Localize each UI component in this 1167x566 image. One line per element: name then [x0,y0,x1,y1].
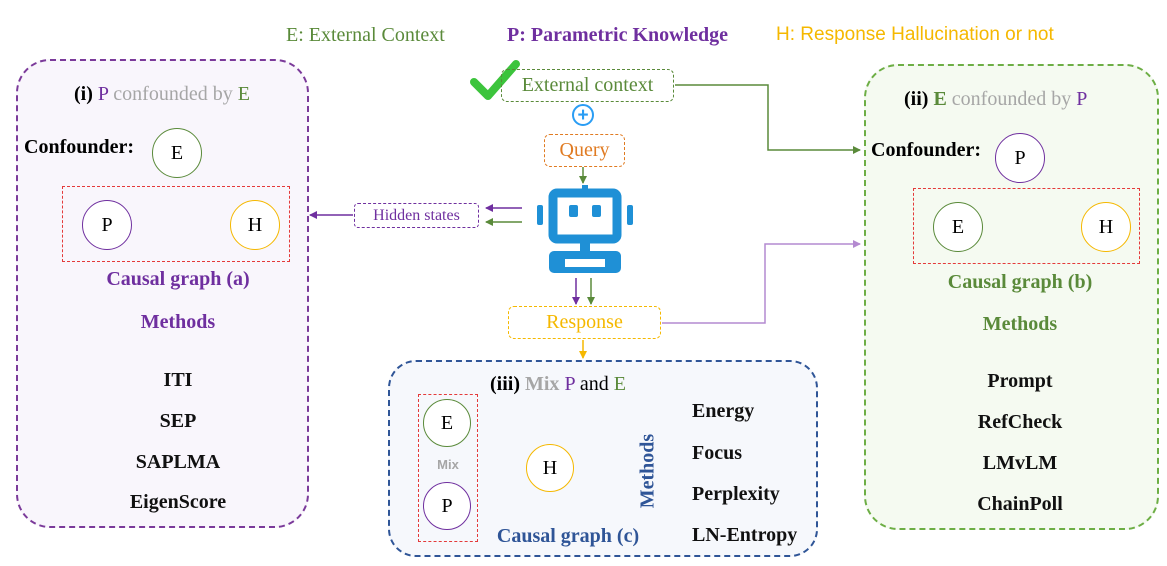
panel-iii-title: (iii) Mix P and E [490,373,626,396]
arrow-external-to-panel-ii [675,84,861,154]
external-context-box: External context [501,69,674,102]
panel-i-title-mid: confounded by [113,83,233,105]
legend-external: E: External Context [286,24,445,47]
panel-iii-title-e: E [613,373,626,395]
legend-hallucination: H: Response Hallucination or not [776,24,1054,46]
panel-i-method-saplma: SAPLMA [135,451,221,473]
panel-ii-method-chainpoll: ChainPoll [977,493,1063,515]
panel-iii-method-perplexity: Perplexity [692,483,780,505]
panel-i-method-eigenscore: EigenScore [129,491,227,513]
external-context-label: External context [521,74,654,96]
query-box: Query [544,134,625,167]
panel-ii-node-p: P [995,133,1045,183]
panel-ii-title-p: P [1076,88,1088,110]
panel-ii-graph-caption: Causal graph (b) [947,271,1093,293]
panel-i-method-iti: ITI [163,369,193,391]
panel-ii-graph-box [913,188,1140,264]
legend-hallucination-text: H: Response Hallucination or not [776,24,1054,45]
panel-i-title-prefix: (i) [74,83,93,105]
panel-ii-method-lmvlm: LMvLM [982,452,1058,474]
robot-icon [537,185,633,273]
legend-parametric-text: P: Parametric Knowledge [507,24,729,46]
panel-ii-methods-title: Methods [982,313,1058,335]
panel-i-methods-title: Methods [140,311,216,333]
panel-ii-method-refcheck: RefCheck [977,411,1063,433]
panel-ii-node-h: H [1081,202,1131,252]
plus-circle-icon: + [572,104,594,126]
panel-i-node-h-label: H [247,213,263,236]
panel-iii-title-and: and [579,373,609,395]
panel-ii-node-e-label: E [951,215,965,238]
response-label: Response [546,311,623,333]
panel-i-confounder-label: Confounder: [24,136,135,158]
panel-i-node-e: E [152,128,202,178]
panel-ii-title-mid: confounded by [951,88,1072,110]
arrow-response-to-panel-ii [662,240,861,324]
legend-external-text: E: External Context [286,24,445,46]
panel-ii-title-prefix: (ii) [904,88,929,110]
panel-iii-method-ln-entropy: LN-Entropy [692,524,798,546]
panel-iii-method-focus: Focus [692,442,742,464]
panel-i-graph-caption: Causal graph (a) [106,268,250,290]
legend-parametric: P: Parametric Knowledge [507,24,728,47]
panel-i-node-p: P [82,200,132,250]
response-box: Response [508,306,661,339]
panel-iii-node-e: E [423,399,471,447]
panel-ii-title: (ii) E confounded by P [904,88,1087,111]
panel-i-method-sep: SEP [159,410,197,432]
panel-iii-graph-caption: Causal graph (c) [496,525,640,547]
hidden-states-box: Hidden states [354,203,479,228]
panel-iii-method-energy: Energy [692,400,755,422]
panel-iii-title-p: P [564,373,575,395]
plus-glyph: + [577,104,589,126]
panel-iii-mix-box [418,394,478,542]
panel-iii-mix-label: Mix [437,457,459,472]
panel-i-node-h: H [230,200,280,250]
panel-i-graph-box [62,186,290,262]
hidden-states-label: Hidden states [373,206,460,224]
panel-iii-node-e-label: E [440,411,454,434]
panel-i-title-e: E [237,83,250,105]
panel-iii-title-mix: Mix [525,373,560,395]
panel-ii-title-e: E [933,88,947,110]
panel-iii-node-p-label: P [441,494,453,517]
panel-i-title-p: P [97,83,109,105]
panel-i-node-p-label: P [101,213,113,236]
panel-iii-methods-title: Methods [636,433,659,509]
panel-i-node-e-label: E [170,141,184,164]
query-label: Query [559,139,610,161]
panel-ii-node-h-label: H [1098,215,1114,238]
panel-ii-confounder-label: Confounder: [871,139,982,161]
panel-ii-node-e: E [933,202,983,252]
panel-iii-node-p: P [423,482,471,530]
panel-iii-node-h: H [526,444,574,492]
panel-iii-node-h-label: H [542,456,558,479]
panel-ii-method-prompt: Prompt [987,370,1053,392]
panel-iii-title-prefix: (iii) [490,373,520,395]
panel-ii-node-p-label: P [1014,146,1026,169]
panel-i-title: (i) P confounded by E [74,83,250,106]
